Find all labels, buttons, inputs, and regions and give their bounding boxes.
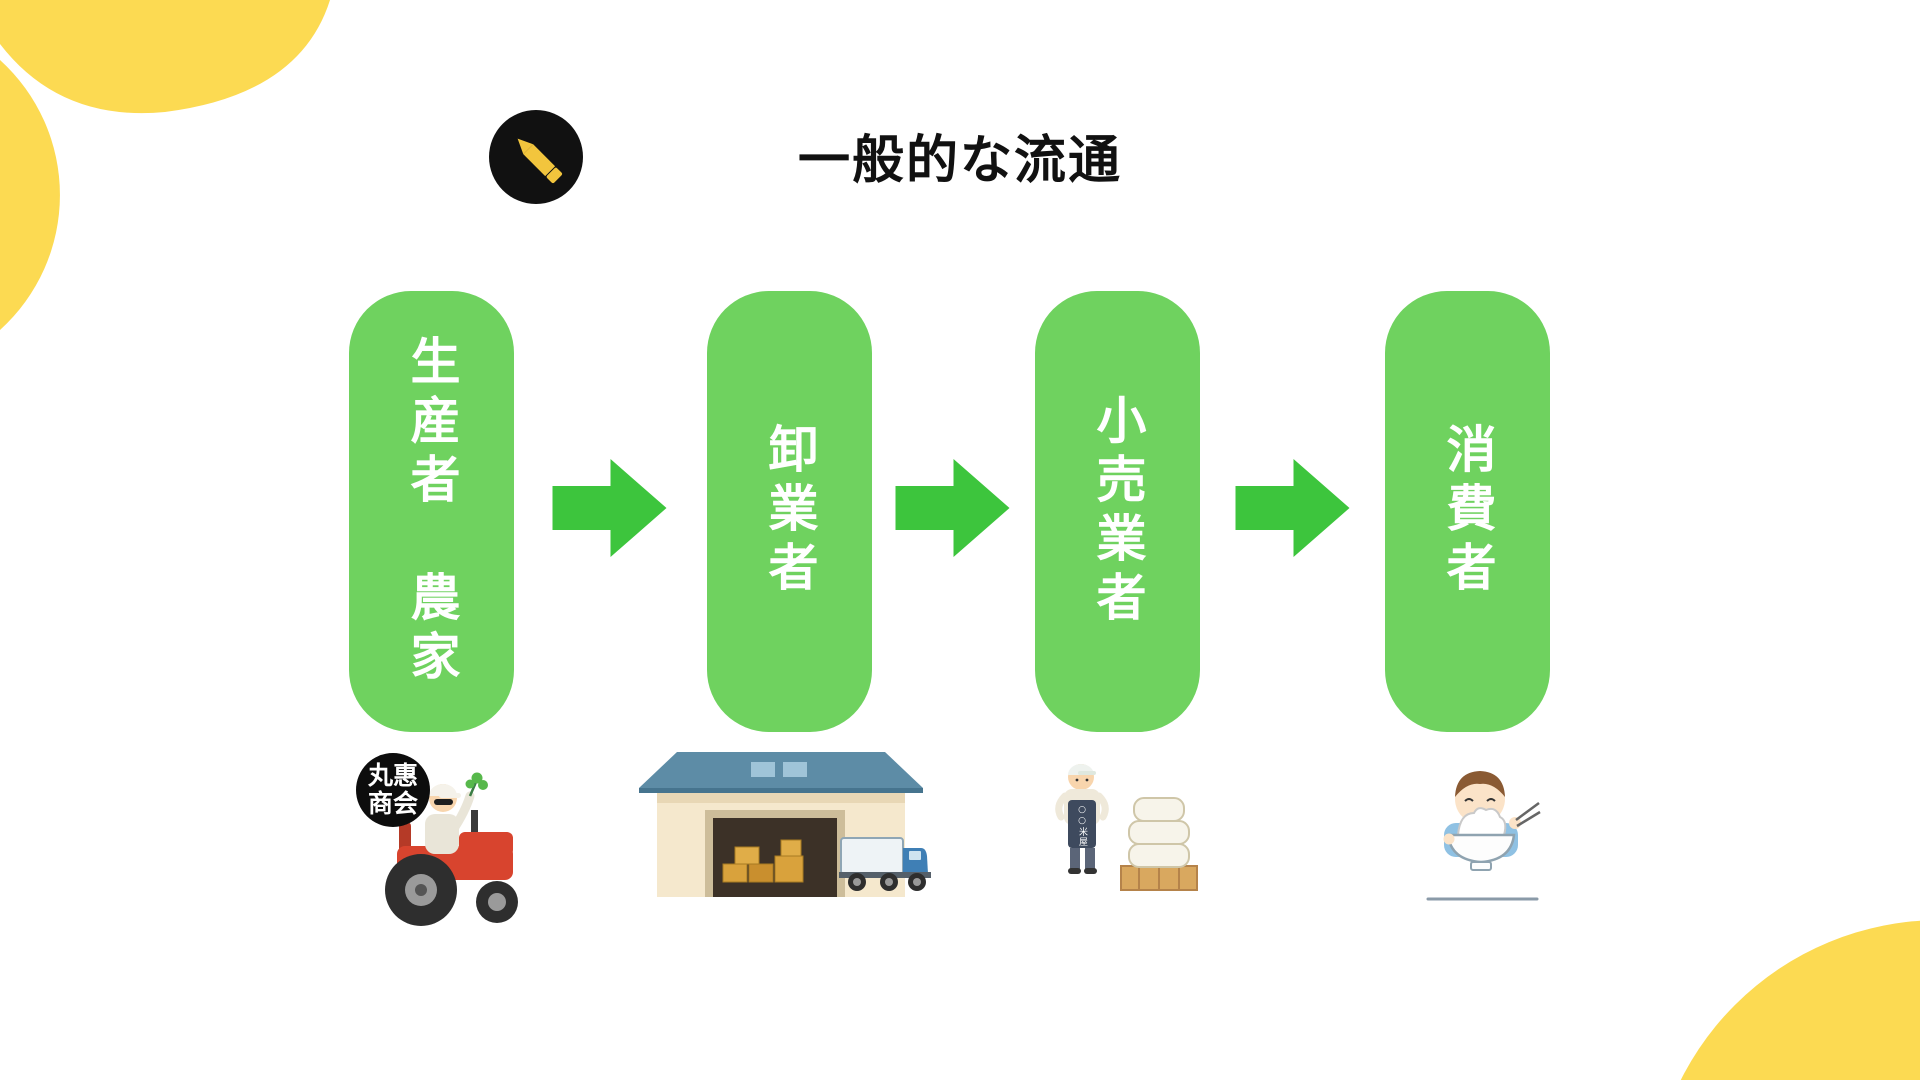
delivery-truck: [839, 837, 931, 891]
farm-logo-line2: 商会: [368, 789, 418, 818]
sunglasses: [434, 799, 453, 805]
warehouse-roof: [639, 752, 923, 788]
farm-logo-line1: 丸惠: [367, 761, 418, 790]
stage-box-retailer: 小売業者: [1035, 291, 1200, 732]
tractor: [385, 810, 518, 926]
yellow-crescent: [0, 60, 60, 330]
rice-mound: [1456, 807, 1507, 836]
pencil-glyph: [517, 138, 563, 184]
yellow-top-blob: [0, 0, 330, 114]
rice-shop-illustration: ○○米屋: [1055, 764, 1198, 891]
flow-arrow-1: [552, 459, 667, 557]
farm-logo-stamp: 丸惠 商会: [356, 753, 430, 827]
flow-arrow-3: [1235, 459, 1350, 557]
stage-label-producer: 生産者 農家: [402, 334, 461, 689]
stage-box-producer: 生産者 農家: [349, 291, 514, 732]
hair: [1455, 771, 1505, 797]
stage-box-wholesaler: 卸業者: [707, 291, 872, 732]
stacked-boxes: [722, 839, 804, 883]
arrow-right-icon: [552, 459, 667, 557]
warehouse-illustration: [639, 752, 931, 897]
person-eating-rice-illustration: [1426, 771, 1541, 901]
stage-label-retailer: 小売業者: [1088, 393, 1147, 630]
page-title: 一般的な流通: [797, 131, 1122, 191]
farmer-on-tractor-illustration: 丸惠 商会: [356, 753, 518, 926]
apron: [1068, 800, 1096, 848]
stage-label-consumer: 消費者: [1438, 423, 1497, 600]
farmer: [425, 772, 488, 854]
shopkeeper: ○○米屋: [1055, 764, 1109, 874]
flow-arrow-2: [895, 459, 1010, 557]
green-sprig: [465, 772, 488, 790]
chopsticks: [1515, 801, 1541, 828]
arrow-right-icon: [1235, 459, 1350, 557]
stage-label-wholesaler: 卸業者: [760, 423, 819, 600]
arrow-right-icon: [895, 459, 1010, 557]
yellow-bottom-blob: [1680, 920, 1920, 1080]
apron-text: ○○米屋: [1077, 805, 1088, 847]
yellow-corner-decoration-bottom-right: [1680, 920, 1920, 1080]
rice-bowl: [1446, 833, 1516, 864]
pencil-icon: [489, 110, 583, 204]
stage-box-consumer: 消費者: [1385, 291, 1550, 732]
rice-bag-stack: [1120, 797, 1198, 891]
